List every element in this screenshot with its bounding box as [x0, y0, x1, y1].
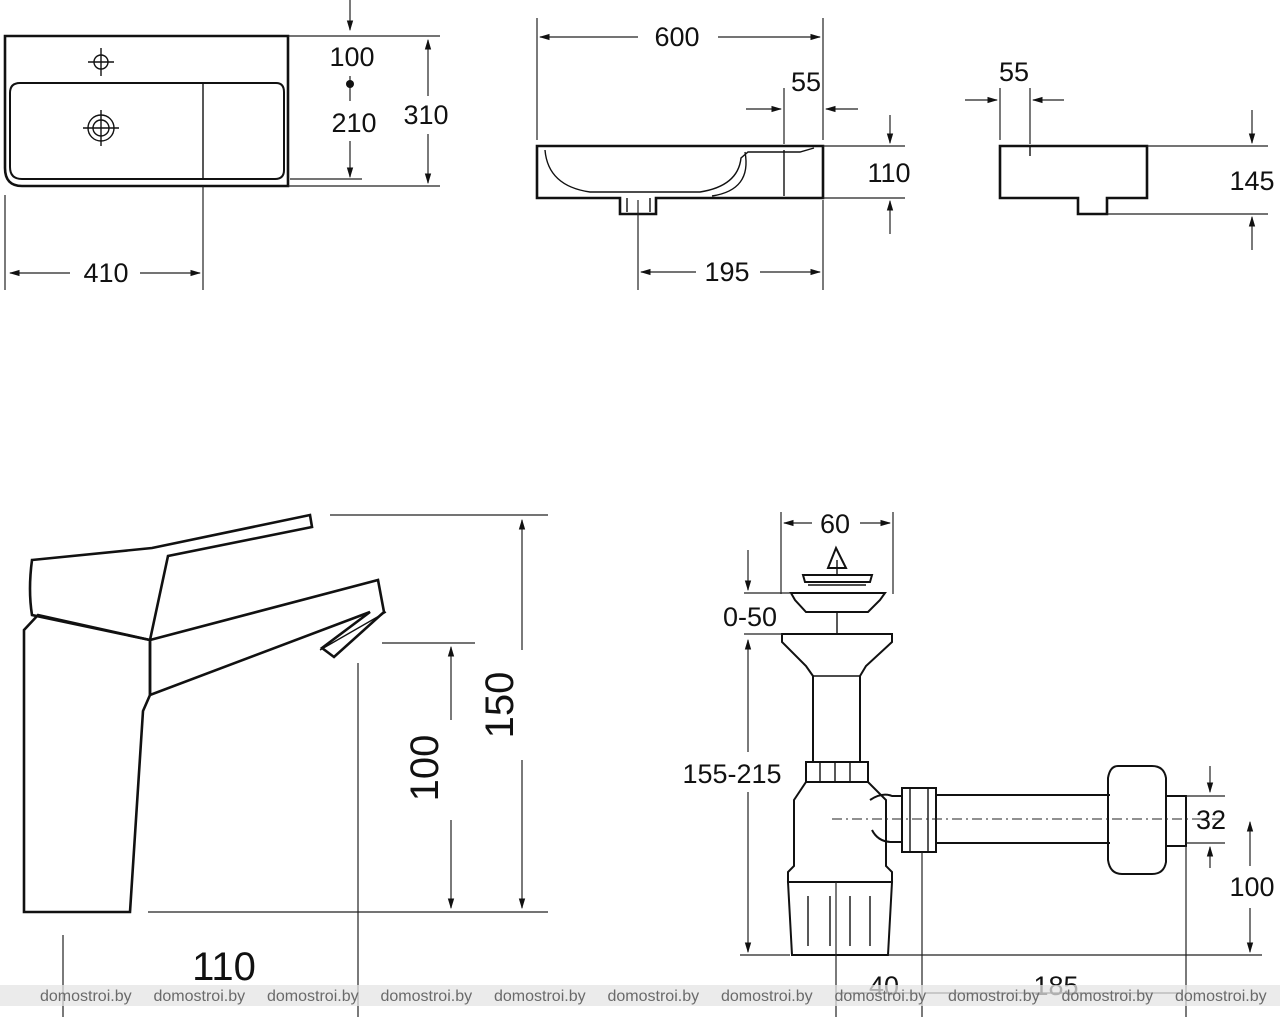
- siphon: 60 0-50 155-215 32 100 40 185: [682, 509, 1275, 1017]
- siphon-tailpiece: [781, 633, 893, 783]
- watermark-text: domostroi.by: [1175, 988, 1267, 1005]
- dim-side-height: 145: [1229, 166, 1274, 196]
- dim-siphon-height: 155-215: [682, 759, 781, 789]
- drain-hole-icon: [83, 110, 119, 146]
- dim-faucet-reach: 110: [192, 945, 256, 989]
- basin-top-view: 100 210 310 410: [3, 0, 449, 290]
- dim-plug-width: 60: [820, 509, 850, 539]
- dim-drain-offset: 195: [704, 257, 749, 287]
- basin-bowl: [9, 82, 285, 180]
- dim-front-edge: 55: [791, 67, 821, 97]
- watermark-text: domostroi.by: [154, 988, 246, 1005]
- faucet-lever: [28, 513, 314, 642]
- watermark-text: domostroi.by: [494, 988, 586, 1005]
- front-bowl-curve: [544, 147, 815, 193]
- watermark-text: domostroi.by: [40, 988, 132, 1005]
- dim-tap-offset: 100: [329, 42, 374, 72]
- siphon-bottle: [786, 781, 937, 956]
- basin-outline: [3, 34, 290, 188]
- dim-front-height: 110: [867, 158, 910, 188]
- watermark-text: domostroi.by: [721, 988, 813, 1005]
- dim-basin-width: 410: [83, 258, 128, 288]
- siphon-outlet-pipe: [832, 765, 1225, 875]
- dim-plug-adjust: 0-50: [723, 602, 777, 632]
- dim-pipe-diameter: 32: [1196, 805, 1226, 835]
- dim-front-width: 600: [654, 22, 699, 52]
- front-outline: [535, 144, 825, 216]
- dim-bowl-depth: 210: [331, 108, 376, 138]
- tap-hole-icon: [88, 48, 114, 76]
- watermark-text: domostroi.by: [835, 988, 927, 1005]
- side-outline: [998, 144, 1149, 216]
- dim-total-depth: 310: [403, 100, 448, 130]
- dim-spout-height: 100: [403, 735, 447, 802]
- watermark-text: domostroi.by: [381, 988, 473, 1005]
- faucet: 150 100 110: [22, 513, 548, 1017]
- faucet-body: [22, 613, 152, 914]
- basin-side-view: 55 145: [965, 57, 1275, 250]
- dim-faucet-height: 150: [478, 672, 522, 739]
- faucet-spout: [148, 578, 386, 697]
- dim-side-edge: 55: [999, 57, 1029, 87]
- basin-front-view: 600 55 110 195: [535, 18, 911, 290]
- watermark-text: domostroi.by: [1062, 988, 1154, 1005]
- watermark-text: domostroi.by: [267, 988, 359, 1005]
- watermark-text: domostroi.by: [608, 988, 700, 1005]
- watermark-text: domostroi.by: [948, 988, 1040, 1005]
- watermark: domostroi.by domostroi.by domostroi.by domo…: [0, 985, 1280, 1006]
- drain-plug: [789, 545, 887, 634]
- dim-outlet-height: 100: [1229, 872, 1274, 902]
